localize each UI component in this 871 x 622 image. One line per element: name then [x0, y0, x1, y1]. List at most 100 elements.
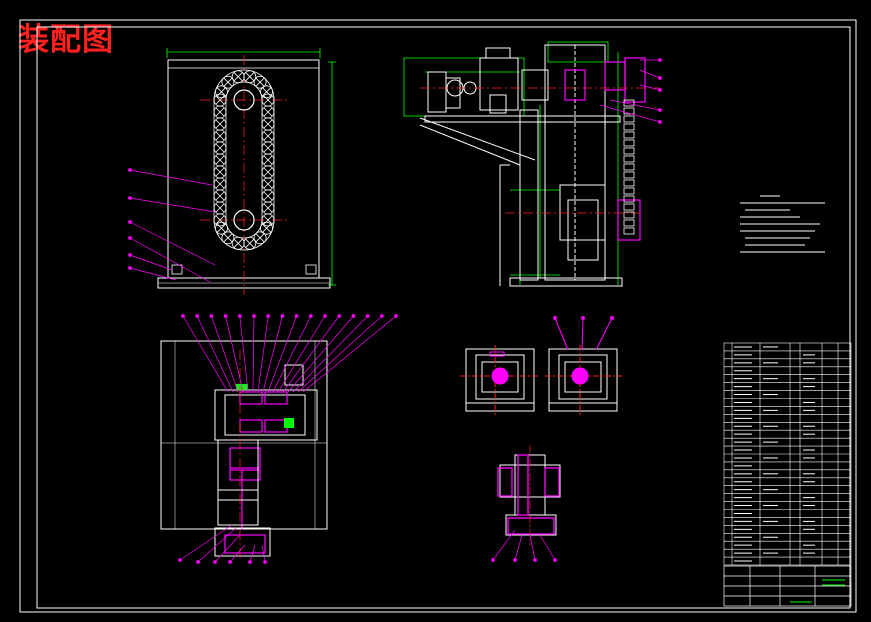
leader-line — [225, 315, 244, 393]
leader-line — [287, 315, 354, 393]
support-column — [419, 44, 623, 287]
leader-line — [292, 315, 368, 393]
front-view-leaders — [128, 168, 216, 283]
leader-line — [252, 315, 255, 393]
chain-link-cross — [255, 77, 265, 87]
chain-link-cross — [263, 179, 273, 189]
side-chain-link — [623, 107, 635, 115]
chain-link-cross — [217, 87, 226, 97]
side-chain-link — [623, 179, 635, 187]
chain-link-cross — [217, 223, 226, 233]
leader-dot — [394, 314, 398, 318]
side-chain-link — [623, 115, 635, 123]
chain-link-cross — [215, 203, 225, 213]
leader-dot — [181, 314, 185, 318]
drawing-title: 装配图 — [18, 22, 114, 58]
chain-link-cross — [263, 131, 273, 141]
chain-link-cross — [233, 239, 243, 248]
parts-list — [723, 342, 852, 566]
chain-link-cross — [263, 143, 273, 153]
leader-line — [277, 315, 326, 393]
chain-link-cross — [215, 143, 225, 153]
chain-link — [231, 236, 245, 250]
top-view-frame — [160, 340, 328, 530]
chain-link-cross — [263, 167, 273, 177]
chain-link-cross — [215, 179, 225, 189]
chain-link-cross — [233, 72, 243, 81]
chain-link-cross — [262, 223, 271, 233]
chain-link — [221, 231, 235, 245]
chain-link — [253, 75, 267, 89]
chain-link-cross — [245, 72, 255, 81]
side-chain-link — [623, 195, 635, 203]
leader-line — [302, 315, 397, 393]
title-block — [723, 565, 852, 607]
side-view-construction — [403, 41, 619, 285]
leader-dot — [379, 314, 384, 318]
chain-link-cross — [215, 119, 225, 129]
side-chain-link — [623, 171, 635, 179]
chain-link-cross — [223, 77, 233, 87]
chain-link-cross — [263, 203, 273, 213]
upper-sprocket — [233, 89, 255, 111]
leader-dot — [237, 314, 242, 318]
side-chain-link — [623, 219, 635, 227]
leader-line — [262, 315, 283, 393]
chain-link-cross — [262, 87, 271, 97]
top-view — [160, 314, 398, 564]
chain-link-cross — [215, 155, 225, 165]
chain-link — [213, 213, 227, 227]
sheet-frame — [19, 19, 857, 613]
chain-link — [215, 85, 228, 99]
chain-link-cross — [263, 119, 273, 129]
detail-view-b — [545, 316, 622, 415]
top-view-bottom-leaders — [178, 524, 267, 564]
chain-link-cross — [223, 233, 233, 243]
chain-link — [253, 231, 267, 245]
leader-line — [272, 315, 312, 393]
leader-dot — [266, 314, 271, 318]
chain-link-cross — [215, 131, 225, 141]
leader-dot — [308, 314, 313, 318]
leader-line — [196, 315, 234, 393]
chain-link-cross — [263, 95, 273, 105]
leader-dot — [365, 314, 370, 318]
chain-link-cross — [215, 167, 225, 177]
drive-coupling — [564, 57, 646, 241]
chain-link — [260, 221, 273, 235]
side-view-leaders — [599, 58, 662, 124]
chain-link-cross — [215, 107, 225, 117]
chain-link-cross — [215, 191, 225, 201]
detail-view-a — [460, 345, 540, 415]
side-chain — [623, 99, 635, 235]
side-chain-link — [623, 187, 635, 195]
side-chain-link — [623, 227, 635, 235]
side-chain-link — [623, 139, 635, 147]
side-chain-link — [623, 147, 635, 155]
leader-line — [282, 315, 340, 393]
chain-link — [243, 70, 257, 84]
chain-link — [261, 213, 275, 227]
chain-loop — [213, 69, 275, 251]
drive-motor — [427, 47, 549, 114]
leader-line — [182, 315, 229, 393]
leader-line — [211, 315, 239, 393]
chain-link — [221, 75, 235, 89]
chain-link-cross — [215, 215, 225, 225]
side-chain-link — [623, 211, 635, 219]
leader-dot — [195, 314, 200, 318]
leader-line — [267, 315, 297, 393]
chain-link — [260, 85, 273, 99]
side-chain-link — [623, 155, 635, 163]
side-view — [403, 41, 662, 287]
leader-dot — [209, 314, 214, 318]
section-view — [491, 445, 561, 562]
chain-link-cross — [263, 155, 273, 165]
technical-notes — [740, 195, 825, 253]
leader-dot — [337, 314, 342, 318]
leader-line — [297, 315, 383, 393]
leader-line — [257, 315, 269, 393]
lower-sprocket — [233, 209, 255, 231]
